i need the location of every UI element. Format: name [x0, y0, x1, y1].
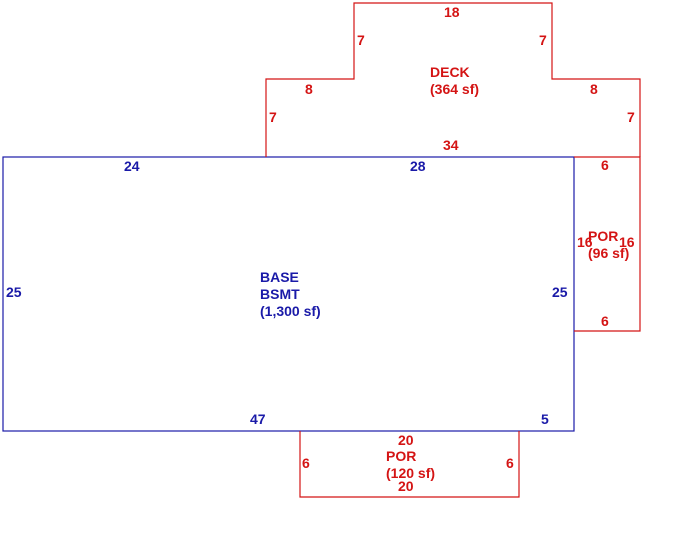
- deck-dim-step-left: 8: [305, 81, 313, 97]
- porch-bottom-outline: [299, 431, 520, 498]
- base-dim-bottom-left: 47: [250, 411, 266, 427]
- base-dim-top-left: 24: [124, 158, 140, 174]
- base-dim-right: 25: [552, 284, 568, 300]
- porch-right-dim-right: 16: [619, 234, 635, 250]
- deck-dim-lower-right: 7: [627, 109, 635, 125]
- porch-bottom-dim-top: 20: [398, 432, 414, 448]
- porch-bottom-dim-left: 6: [302, 455, 310, 471]
- base-name-line1: BASE: [260, 269, 299, 285]
- deck-dim-lower-left: 7: [269, 109, 277, 125]
- deck-outline: [265, 2, 641, 157]
- base-basement-outline: [2, 156, 575, 432]
- deck-dim-upper-left: 7: [357, 32, 365, 48]
- porch-right-dim-left: 16: [577, 234, 593, 250]
- porch-bottom-area: (120 sf): [386, 465, 435, 481]
- deck-dim-upper-right: 7: [539, 32, 547, 48]
- porch-bottom-dim-bottom: 20: [398, 478, 414, 494]
- deck-dim-top: 18: [444, 4, 460, 20]
- base-area: (1,300 sf): [260, 303, 321, 319]
- deck-area: (364 sf): [430, 81, 479, 97]
- porch-right-dim-top: 6: [601, 157, 609, 173]
- deck-dim-bottom: 34: [443, 137, 459, 153]
- base-dim-top-right: 28: [410, 158, 426, 174]
- deck-name: DECK: [430, 64, 470, 80]
- porch-right-name: POR: [588, 228, 618, 244]
- porch-right-outline: [574, 156, 641, 332]
- base-dim-left: 25: [6, 284, 22, 300]
- base-name-line2: BSMT: [260, 286, 300, 302]
- porch-bottom-name: POR: [386, 448, 416, 464]
- porch-right-dim-bottom: 6: [601, 313, 609, 329]
- base-dim-bottom-right: 5: [541, 411, 549, 427]
- porch-right-area: (96 sf): [588, 245, 629, 261]
- deck-dim-step-right: 8: [590, 81, 598, 97]
- porch-bottom-dim-right: 6: [506, 455, 514, 471]
